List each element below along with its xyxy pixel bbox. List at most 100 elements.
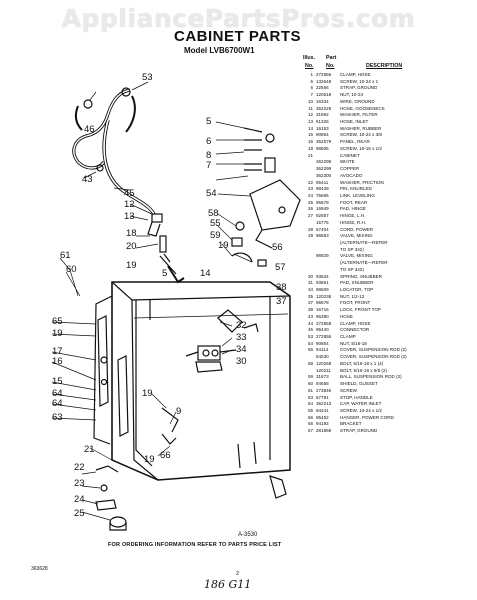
parts-row: TO SP 342) — [301, 247, 471, 254]
part-description: SCREW, 10-16 x 1/2 — [340, 145, 382, 151]
part-description: BALL, SUSPENSION ROD (2) — [340, 374, 402, 380]
part-description: HOSE, GOOSENECK — [340, 105, 385, 111]
callout-number: 55 — [210, 218, 221, 229]
callout-number: 46 — [84, 124, 95, 135]
callout-number: 16 — [52, 356, 63, 367]
callout-number: 5 — [206, 116, 211, 127]
illus-number: 14 — [307, 125, 313, 131]
parts-row: (ALTERNATE—REFER — [301, 240, 471, 247]
part-description: BRACKET — [340, 421, 362, 427]
part-description: (ALTERNATE—REFER — [340, 239, 388, 245]
header-illus: Illus. — [303, 55, 316, 61]
callout-number: 19 — [142, 388, 153, 399]
callout-number: 64 — [52, 388, 63, 399]
part-number: 54530 — [316, 354, 329, 360]
callout-number: 23 — [74, 478, 85, 489]
illus-number: 7 — [310, 92, 313, 98]
part-description: CORD, POWER — [340, 226, 374, 232]
illus-number: 16 — [307, 139, 313, 145]
illus-number: 30 — [307, 273, 313, 279]
illus-number: 65 — [307, 407, 313, 413]
callout-number: 13 — [124, 211, 135, 222]
part-number: 120618 — [316, 92, 332, 98]
part-number: 15775 — [316, 219, 329, 225]
illus-number: 53 — [307, 334, 313, 340]
part-number: 98609 — [316, 287, 329, 292]
part-number: 94114 — [316, 347, 329, 353]
part-number: 16153 — [316, 125, 329, 131]
callout-number: 37 — [276, 296, 287, 307]
part-number: 98439 — [316, 186, 329, 192]
part-number: 96829 — [316, 253, 329, 259]
callout-number: 5 — [162, 268, 167, 279]
part-description: CLAMP, HOSE — [340, 72, 371, 77]
part-number: 98605 — [316, 145, 329, 151]
callout-number: 15 — [52, 376, 63, 387]
illus-number: 25 — [307, 199, 313, 205]
watermark: AppliancePartsPros.com — [61, 4, 416, 33]
parts-row: (ALTERNATE—REFER — [301, 260, 471, 267]
part-description: SCREW, 10-24 x 1/2 — [340, 407, 382, 413]
part-description: VALVE, MIXING — [340, 233, 373, 239]
callout-number: 12 — [124, 199, 135, 210]
illus-number: 24 — [307, 192, 313, 198]
illus-number: 67 — [307, 428, 313, 434]
part-description: HOSE, INLET — [340, 119, 369, 125]
part-description: WASHER, RUBBER — [340, 125, 382, 131]
part-number: 352229 — [316, 105, 332, 111]
callout-number: 20 — [126, 241, 137, 252]
illus-number: 23 — [307, 186, 313, 192]
part-description: STOP, HANDLE — [340, 394, 373, 400]
part-number: 272856 — [316, 72, 332, 77]
callout-number: 19 — [126, 260, 137, 271]
part-description: NUT, 1/2-13 — [340, 293, 365, 299]
part-number: 75695 — [316, 192, 329, 198]
callout-number: 17 — [52, 346, 63, 357]
illus-number: 13 — [307, 119, 313, 125]
part-description: LINK, LEVELING — [340, 192, 375, 198]
part-number: 120268 — [316, 360, 332, 366]
callout-number: 65 — [52, 316, 63, 327]
callout-number: 60 — [66, 264, 77, 275]
part-description: TO SP 342) — [340, 266, 364, 272]
callout-number: 45 — [124, 188, 135, 199]
illus-number: 15 — [307, 132, 313, 138]
part-description: COPPER — [340, 166, 360, 172]
callout-number: 66 — [160, 450, 171, 461]
illus-number: 34 — [307, 287, 313, 292]
part-description: STRAP, GROUND — [340, 428, 378, 434]
figure-code: A-3530 — [238, 532, 258, 538]
doc-code: 363628 — [31, 566, 48, 572]
part-description: COVER, SUSPENSION ROD (2) — [340, 347, 407, 353]
part-number: 57791 — [316, 394, 329, 400]
illus-number: 66 — [307, 421, 313, 427]
part-description: CLAMP — [340, 334, 356, 340]
part-number: 272856 — [316, 334, 332, 340]
part-number: 272858 — [316, 320, 332, 326]
illus-number: 45 — [307, 327, 313, 333]
callout-number: 43 — [82, 174, 93, 185]
callout-number: 7 — [206, 160, 211, 171]
callout-number: 25 — [74, 508, 85, 519]
